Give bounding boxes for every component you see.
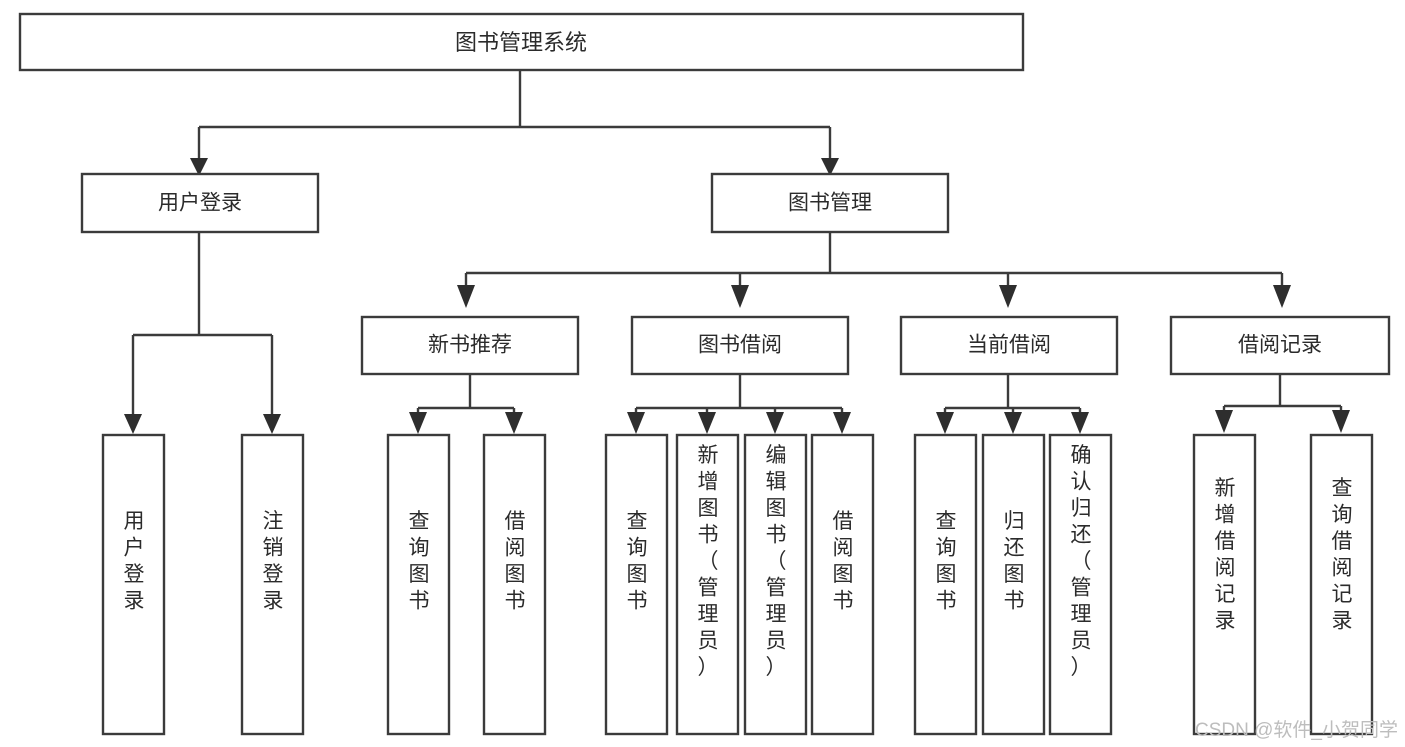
node-book-borrow-label: 图书借阅	[698, 334, 782, 357]
node-user-login-label: 用户登录	[158, 192, 242, 215]
leaf-return-book-label: 归还图书	[1004, 510, 1025, 613]
leaf-confirm-return[interactable]: 确认归还（管理员）	[1048, 433, 1113, 736]
arrow-root-to-user-login	[190, 158, 208, 176]
node-new-book-recommend[interactable]: 新书推荐	[360, 315, 580, 376]
leaf-edit-book-box[interactable]	[743, 433, 808, 736]
leaf-borrow-book-1-label: 借阅图书	[505, 510, 526, 613]
leaf-add-book-label: 新增图书（管理员）	[698, 444, 719, 679]
arrow-to-current-borrow	[999, 285, 1017, 308]
leaf-add-book-box[interactable]	[675, 433, 740, 736]
arrow-to-leaf-query-book-3	[936, 412, 954, 434]
connector-group-user-login	[124, 232, 281, 434]
leaf-borrow-book-2-box[interactable]	[810, 433, 875, 736]
leaf-edit-book-label: 编辑图书（管理员）	[766, 444, 787, 679]
node-book-borrow[interactable]: 图书借阅	[630, 315, 850, 376]
node-book-management-label: 图书管理	[788, 192, 872, 215]
leaf-user-login-label: 用户登录	[124, 510, 145, 613]
arrow-to-leaf-logout-login	[263, 414, 281, 434]
connector-group-book-borrow	[627, 374, 851, 434]
leaf-query-book-2-box[interactable]	[604, 433, 669, 736]
leaf-query-book-2[interactable]: 查询图书	[604, 433, 669, 736]
leaf-query-book-1-box[interactable]	[386, 433, 451, 736]
node-user-login-box[interactable]	[80, 172, 320, 234]
leaf-user-login[interactable]: 用户登录	[101, 433, 166, 736]
leaf-logout-login-box[interactable]	[240, 433, 305, 736]
connector-group-current-borrow	[936, 374, 1089, 434]
arrow-to-leaf-borrow-book-2	[833, 412, 851, 434]
node-book-borrow-box[interactable]	[630, 315, 850, 376]
leaf-query-record-label: 查询借阅记录	[1332, 477, 1353, 633]
arrow-to-leaf-return-book	[1004, 412, 1022, 434]
arrow-to-leaf-query-record	[1332, 410, 1350, 433]
leaf-logout-login[interactable]: 注销登录	[240, 433, 305, 736]
leaf-user-login-box[interactable]	[101, 433, 166, 736]
leaf-borrow-book-1[interactable]: 借阅图书	[482, 433, 547, 736]
leaf-confirm-return-label: 确认归还（管理员）	[1071, 444, 1092, 679]
node-new-book-recommend-box[interactable]	[360, 315, 580, 376]
leaf-add-record-box[interactable]	[1192, 433, 1257, 736]
leaf-query-book-3[interactable]: 查询图书	[913, 433, 978, 736]
csdn-watermark: CSDN @软件_小贺同学	[1195, 719, 1398, 741]
node-borrow-record-box[interactable]	[1169, 315, 1391, 376]
arrow-to-leaf-borrow-book-1	[505, 412, 523, 434]
connector-group-new-book-recommend	[409, 374, 523, 434]
connector-group-book-management	[457, 232, 1291, 308]
node-book-management-box[interactable]	[710, 172, 950, 234]
node-root[interactable]: 图书管理系统	[18, 12, 1025, 72]
leaf-query-book-1-label: 查询图书	[409, 510, 430, 613]
arrow-to-new-book-recommend	[457, 285, 475, 308]
arrow-to-leaf-query-book-1	[409, 412, 427, 434]
node-root-box[interactable]	[18, 12, 1025, 72]
arrow-to-leaf-edit-book	[766, 412, 784, 434]
leaf-query-record[interactable]: 查询借阅记录	[1309, 433, 1374, 736]
arrow-to-leaf-add-book	[698, 412, 716, 434]
arrow-to-leaf-user-login	[124, 414, 142, 434]
leaf-query-record-box[interactable]	[1309, 433, 1374, 736]
leaf-add-record[interactable]: 新增借阅记录	[1192, 433, 1257, 736]
leaf-add-book[interactable]: 新增图书（管理员）	[675, 433, 740, 736]
leaf-borrow-book-1-box[interactable]	[482, 433, 547, 736]
arrow-to-book-borrow	[731, 285, 749, 308]
arrow-to-leaf-query-book-2	[627, 412, 645, 434]
node-current-borrow-label: 当前借阅	[967, 334, 1051, 357]
node-borrow-record-label: 借阅记录	[1238, 334, 1322, 357]
connector-group-borrow-record	[1215, 374, 1350, 433]
leaf-query-book-2-label: 查询图书	[627, 510, 648, 613]
leaf-query-book-3-box[interactable]	[913, 433, 978, 736]
node-user-login[interactable]: 用户登录	[80, 172, 320, 234]
leaf-query-book-3-label: 查询图书	[936, 510, 957, 613]
leaf-borrow-book-2-label: 借阅图书	[833, 510, 854, 613]
arrow-to-leaf-add-record	[1215, 410, 1233, 433]
node-book-management[interactable]: 图书管理	[710, 172, 950, 234]
leaf-query-book-1[interactable]: 查询图书	[386, 433, 451, 736]
leaf-borrow-book-2[interactable]: 借阅图书	[810, 433, 875, 736]
node-borrow-record[interactable]: 借阅记录	[1169, 315, 1391, 376]
node-root-label: 图书管理系统	[455, 30, 587, 55]
connector-group-root	[190, 70, 839, 176]
arrow-to-borrow-record	[1273, 285, 1291, 308]
leaf-return-book[interactable]: 归还图书	[981, 433, 1046, 736]
arrow-root-to-book-management	[821, 158, 839, 176]
leaf-logout-login-label: 注销登录	[263, 510, 284, 613]
leaf-confirm-return-box[interactable]	[1048, 433, 1113, 736]
leaf-edit-book[interactable]: 编辑图书（管理员）	[743, 433, 808, 736]
node-new-book-recommend-label: 新书推荐	[428, 334, 512, 357]
node-current-borrow[interactable]: 当前借阅	[899, 315, 1119, 376]
node-current-borrow-box[interactable]	[899, 315, 1119, 376]
leaf-add-record-label: 新增借阅记录	[1215, 477, 1236, 633]
leaf-return-book-box[interactable]	[981, 433, 1046, 736]
arrow-to-leaf-confirm-return	[1071, 412, 1089, 434]
